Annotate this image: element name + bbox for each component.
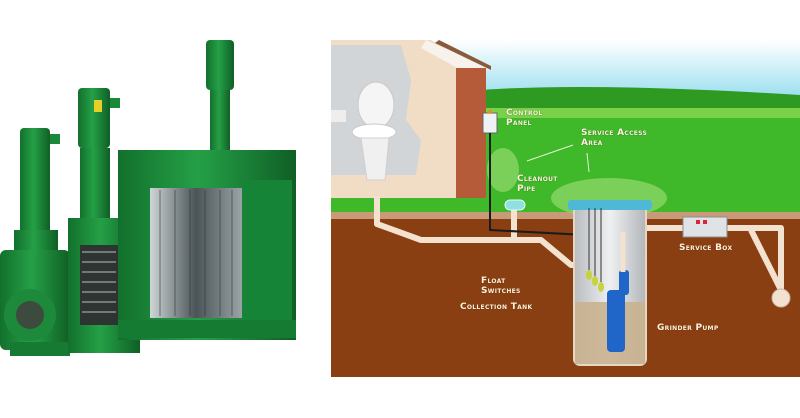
inline-pump bbox=[0, 128, 70, 356]
label-collection-tank: Collection Tank bbox=[460, 302, 533, 312]
label-service-box: Service Box bbox=[679, 243, 733, 253]
grinder-pump-system-diagram: Control Panel Service Access Area Cleano… bbox=[331, 40, 800, 377]
grinder-products-photo bbox=[0, 40, 296, 356]
label-cleanout-pipe: Cleanout Pipe bbox=[517, 174, 558, 194]
drum-screen-grinder bbox=[118, 40, 296, 340]
label-grinder-pump: Grinder Pump bbox=[657, 323, 719, 333]
label-service-access-area: Service Access Area bbox=[581, 128, 648, 148]
label-control-panel: Control Panel bbox=[506, 108, 543, 128]
label-float-switches: Float Switches bbox=[481, 276, 521, 296]
